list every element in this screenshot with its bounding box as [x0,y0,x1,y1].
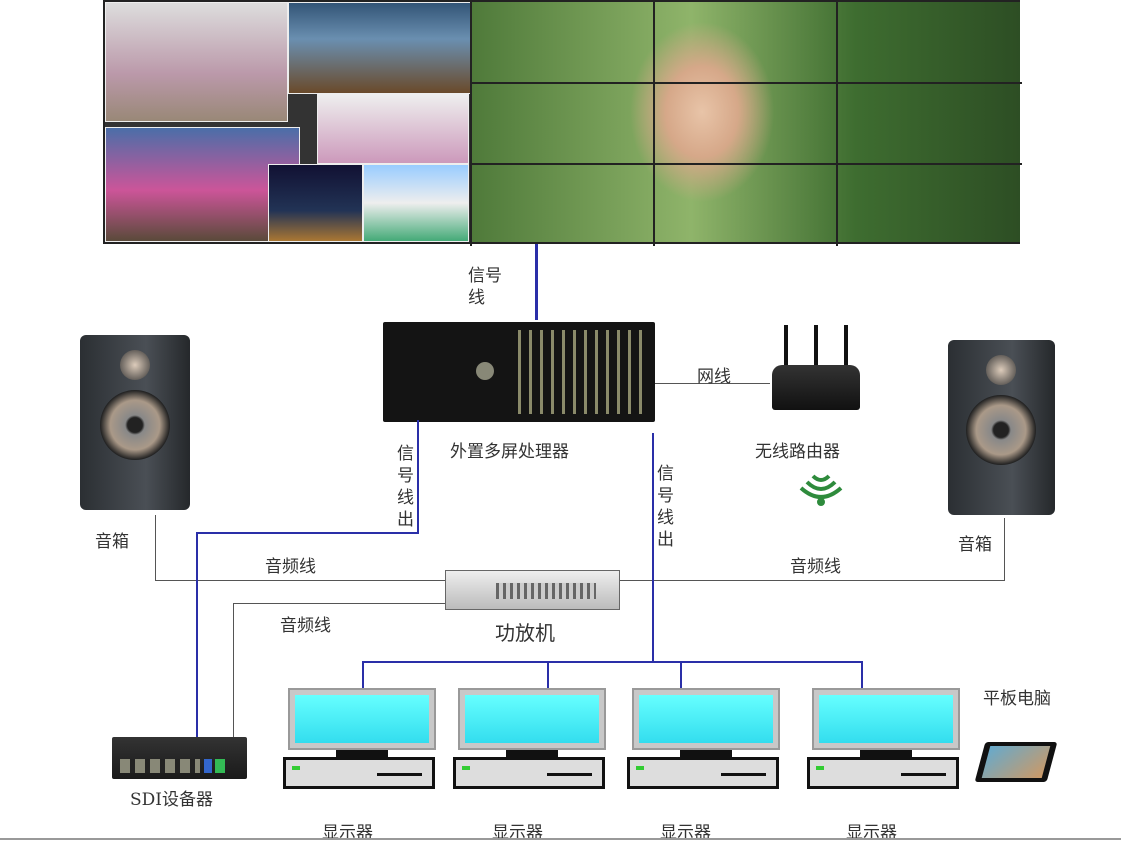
tablet-label: 平板电脑 [983,689,1051,709]
speaker-left [80,335,190,510]
amplifier-label: 功放机 [495,621,555,645]
audio-line-left-label: 音频线 [265,557,316,577]
wireless-router [772,325,860,415]
collage-image-sunset [105,127,300,242]
router-label: 无线路由器 [755,442,840,462]
signal-out-right-label: 信号线出 [657,464,674,550]
collage-image-group [105,2,288,122]
speaker-right-label: 音箱 [958,535,992,555]
bottom-divider [0,838,1121,840]
speaker-left-label: 音箱 [95,532,129,552]
network-line-label: 网线 [697,367,731,387]
audio-line-sdi-label: 音频线 [280,616,331,636]
wifi-icon [799,474,843,506]
collage-image-resort [288,2,471,94]
audio-line-right-label: 音频线 [790,557,841,577]
portrait-photo [472,2,1020,242]
sdi-device-label: SDI设备器 [130,790,213,810]
signal-line-label: 信号线 [468,266,502,308]
signal-out-left-label: 信号线出 [397,444,414,530]
tablet [974,742,1058,782]
sdi-device [112,737,247,779]
collage-image-night [268,164,363,242]
multi-screen-processor [383,322,655,422]
video-wall [103,0,1022,246]
processor-label: 外置多屏处理器 [450,442,569,462]
speaker-right [948,340,1055,515]
collage-image-building [363,164,469,242]
collage-image-group2 [317,94,469,164]
amplifier [445,570,620,610]
